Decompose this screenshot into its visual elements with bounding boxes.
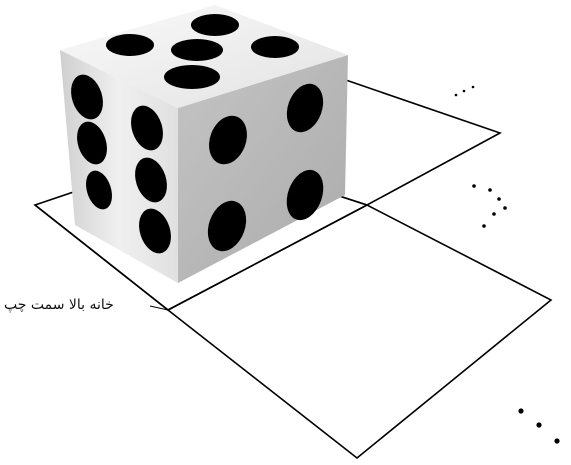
pip — [286, 83, 324, 133]
pip — [77, 121, 107, 165]
dice-top-pips — [106, 14, 299, 89]
label-pointer-line — [149, 305, 169, 311]
pip — [207, 200, 247, 252]
continuation-dot — [536, 422, 542, 428]
pip — [209, 115, 247, 165]
pip — [86, 170, 112, 210]
pip — [191, 14, 239, 36]
dice-right-pips — [207, 83, 324, 252]
continuation-dot — [503, 206, 507, 210]
continuation-dot — [472, 184, 476, 188]
continuation-dot — [488, 188, 492, 192]
dice — [60, 5, 348, 283]
continuation-dot — [492, 212, 496, 216]
continuation-dot — [471, 85, 475, 89]
continuation-dot — [454, 93, 458, 97]
continuation-dot — [554, 438, 560, 444]
board-cell-bottom-left — [166, 204, 553, 460]
pip — [131, 105, 163, 151]
pip — [135, 157, 167, 203]
pip — [164, 65, 220, 89]
continuation-dot — [462, 89, 466, 93]
pip — [71, 74, 103, 120]
top-left-cell-label: خانه بالا سمت چپ — [4, 297, 114, 313]
pip — [171, 39, 223, 61]
continuation-dot — [497, 197, 501, 201]
dice-left-pips — [71, 74, 171, 254]
pip — [106, 34, 154, 56]
pip — [251, 36, 299, 58]
continuation-dot — [518, 408, 524, 414]
pip — [139, 208, 171, 254]
continuation-dots — [454, 85, 560, 444]
board-line-edge — [34, 204, 169, 311]
continuation-dot — [482, 224, 486, 228]
pip — [286, 169, 324, 221]
